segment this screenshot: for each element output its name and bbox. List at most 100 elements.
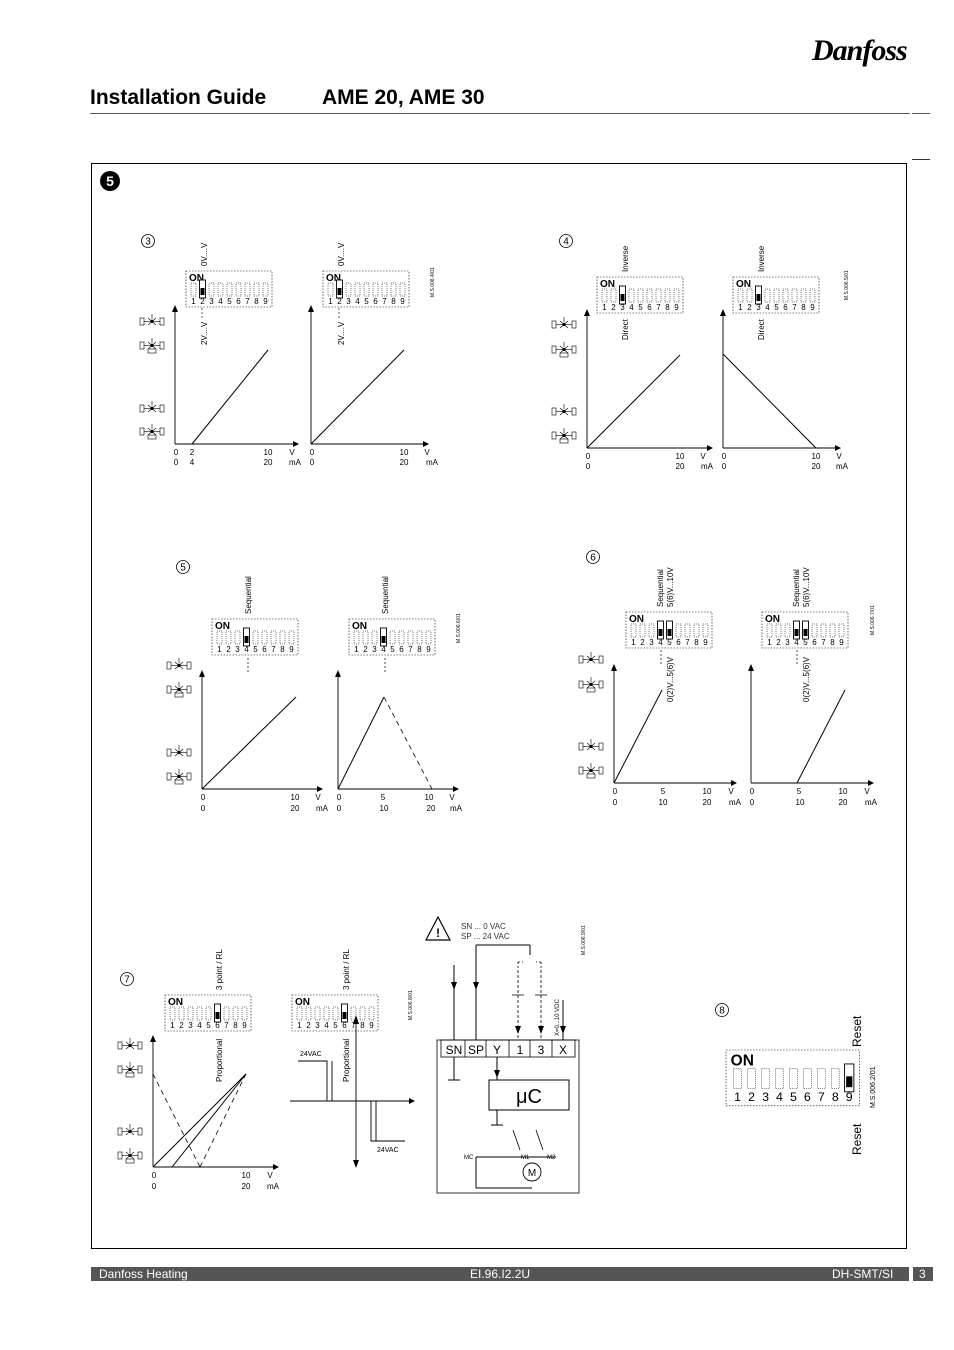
y-arrow [150,1035,156,1042]
motor-mc: MC [464,1155,474,1161]
valve-icon-up [166,745,192,757]
valve-stem [589,768,593,773]
dip-number: 2 [179,1021,184,1030]
dip-number: 3 [785,638,790,647]
dip-number: 5 [790,1090,797,1104]
dip-number: 3 [620,303,625,312]
tick-ma: 0 [613,798,618,807]
valve-icon-up [551,317,577,329]
switch-label-bottom: Proportional [342,1039,351,1082]
dip-slot [639,623,646,638]
dip-slot [225,630,232,645]
dip-outline [291,994,379,1032]
dip-lever [215,1012,220,1019]
dip-slot [675,623,682,638]
switch-label-top: 3 point / RL [342,949,351,990]
marker-number: 6 [590,553,596,564]
arrow [451,982,457,990]
valve-base [586,773,596,779]
marker-number: 4 [563,237,569,248]
valve-port [571,345,577,354]
tick-v: 10 [264,448,273,457]
response-line [586,354,681,449]
dip-slot [416,630,423,645]
valve-icon-down [139,338,165,354]
dip-number: 2 [363,645,368,654]
axes-p3-right [308,305,429,447]
pulse-arrow [353,1160,359,1168]
marker-circle [120,972,134,986]
valve-icon-up [551,404,577,416]
dip-number: 9 [289,645,294,654]
valve-base [586,687,596,693]
dip-slot [655,288,662,303]
dip-number: 9 [426,645,431,654]
valve-port [551,407,557,416]
dip-slot [390,282,397,297]
pulse-arrow [409,1098,415,1104]
x-arrow [835,445,841,451]
dip-number: 4 [218,297,223,306]
dip-number: 2 [306,1021,311,1030]
dip-number: 7 [382,297,387,306]
valve-port [159,404,165,413]
response-line [613,689,663,784]
dip-number: 6 [262,645,267,654]
valve-port [551,320,557,329]
valve-port [166,685,172,694]
axes-p4-right [720,309,841,451]
dip-slot [737,288,744,303]
dip-slot [381,282,388,297]
dip-number: 4 [244,645,249,654]
y-arrow [308,305,314,312]
tick-ma: 20 [264,458,273,467]
dip-slot [314,1006,321,1021]
dip-slot [288,630,295,645]
dip-number: 8 [694,638,699,647]
valve-stem [128,1153,132,1158]
dip-number: 1 [734,1090,741,1104]
valve-port [551,431,557,440]
dip-number: 7 [818,1090,825,1104]
dip-slot [244,282,251,297]
dip-slot [820,623,827,638]
tick-ma: mA [316,804,329,813]
switch-label-bottom: Direct [757,318,766,340]
dip-slot [187,1006,194,1021]
tick-ma: 10 [796,798,805,807]
valve-base [559,352,569,358]
tick-v: 10 [676,452,685,461]
dip-number: 8 [665,303,670,312]
valve-port [571,320,577,329]
dip-outline [348,618,436,656]
valve-port [139,427,145,436]
dip-number: 6 [812,638,817,647]
valve-port [137,1041,143,1050]
dip-slot [766,623,773,638]
dip-slot [354,282,361,297]
dip-number: 1 [297,1021,302,1030]
dip-number: 9 [400,297,405,306]
dip-slot [702,623,709,638]
dip-number: 1 [328,297,333,306]
dip-on-label: ON [765,614,780,625]
figure-ref: M.S.006.6/01 [456,613,462,643]
dip-slot [389,630,396,645]
dip-number: 5 [638,303,643,312]
switch-label-top: Sequential [656,569,665,607]
dip-lever [244,636,249,643]
marker-number: 7 [124,975,130,986]
dip-number: 3 [346,297,351,306]
dip-number: 5 [774,303,779,312]
footer-page-bg [913,1267,933,1281]
dip-slot [637,288,644,303]
dip-lever [658,629,663,636]
dip-number: 9 [846,1090,853,1104]
response-line [152,1073,247,1168]
